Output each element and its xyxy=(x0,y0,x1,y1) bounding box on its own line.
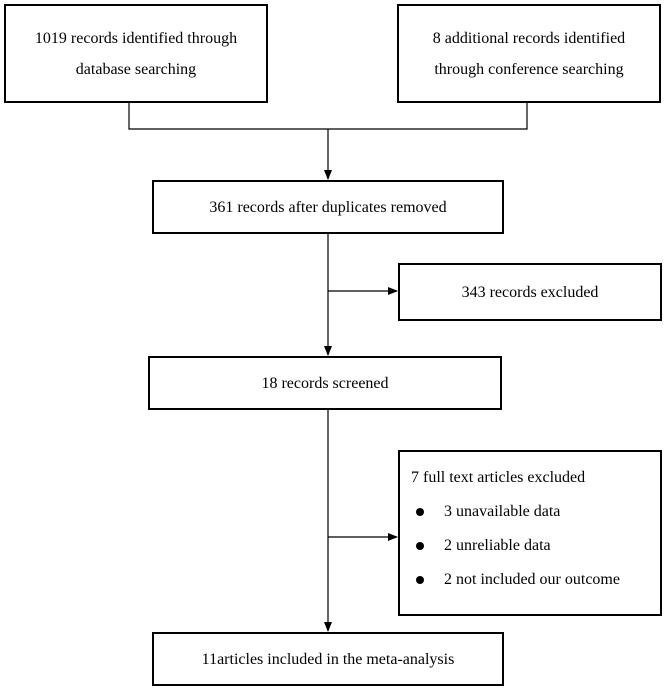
exclusion-reason-text: 2 not included our outcome xyxy=(444,571,620,588)
records-excluded-box: 343 records excluded xyxy=(398,263,662,321)
database-records-line-1: 1019 records identified through xyxy=(34,29,238,47)
duplicates-removed-text: 361 records after duplicates removed xyxy=(209,198,447,216)
merge-connector xyxy=(128,103,528,130)
exclusion-reason: 2 not included our outcome xyxy=(411,568,620,592)
records-screened-text: 18 records screened xyxy=(261,374,389,392)
included-articles-box: 11articles included in the meta-analysis xyxy=(152,632,504,686)
exclusion-reason-text: 2 unreliable data xyxy=(444,537,551,554)
exclusion-reason: 3 unavailable data xyxy=(411,500,560,524)
bullet-icon xyxy=(416,508,424,516)
fulltext-excluded-title: 7 full text articles excluded xyxy=(411,469,586,486)
duplicates-removed-box: 361 records after duplicates removed xyxy=(152,180,504,234)
fulltext-excluded-box: 7 full text articles excluded 3 unavaila… xyxy=(398,450,662,616)
records-excluded-text: 343 records excluded xyxy=(461,283,599,301)
included-articles-text: 11articles included in the meta-analysis xyxy=(201,650,455,668)
exclusion-reason-text: 3 unavailable data xyxy=(444,503,561,520)
bullet-icon xyxy=(416,542,424,550)
database-records-box: 1019 records identified through database… xyxy=(4,4,268,103)
bullet-icon xyxy=(416,576,424,584)
records-screened-box: 18 records screened xyxy=(148,356,502,410)
exclusion-reason: 2 unreliable data xyxy=(411,534,551,558)
conference-records-box: 8 additional records identified through … xyxy=(397,4,661,103)
conference-records-line-2: through conference searching xyxy=(434,60,624,78)
conference-records-line-1: 8 additional records identified xyxy=(432,29,626,47)
database-records-line-2: database searching xyxy=(75,60,197,78)
